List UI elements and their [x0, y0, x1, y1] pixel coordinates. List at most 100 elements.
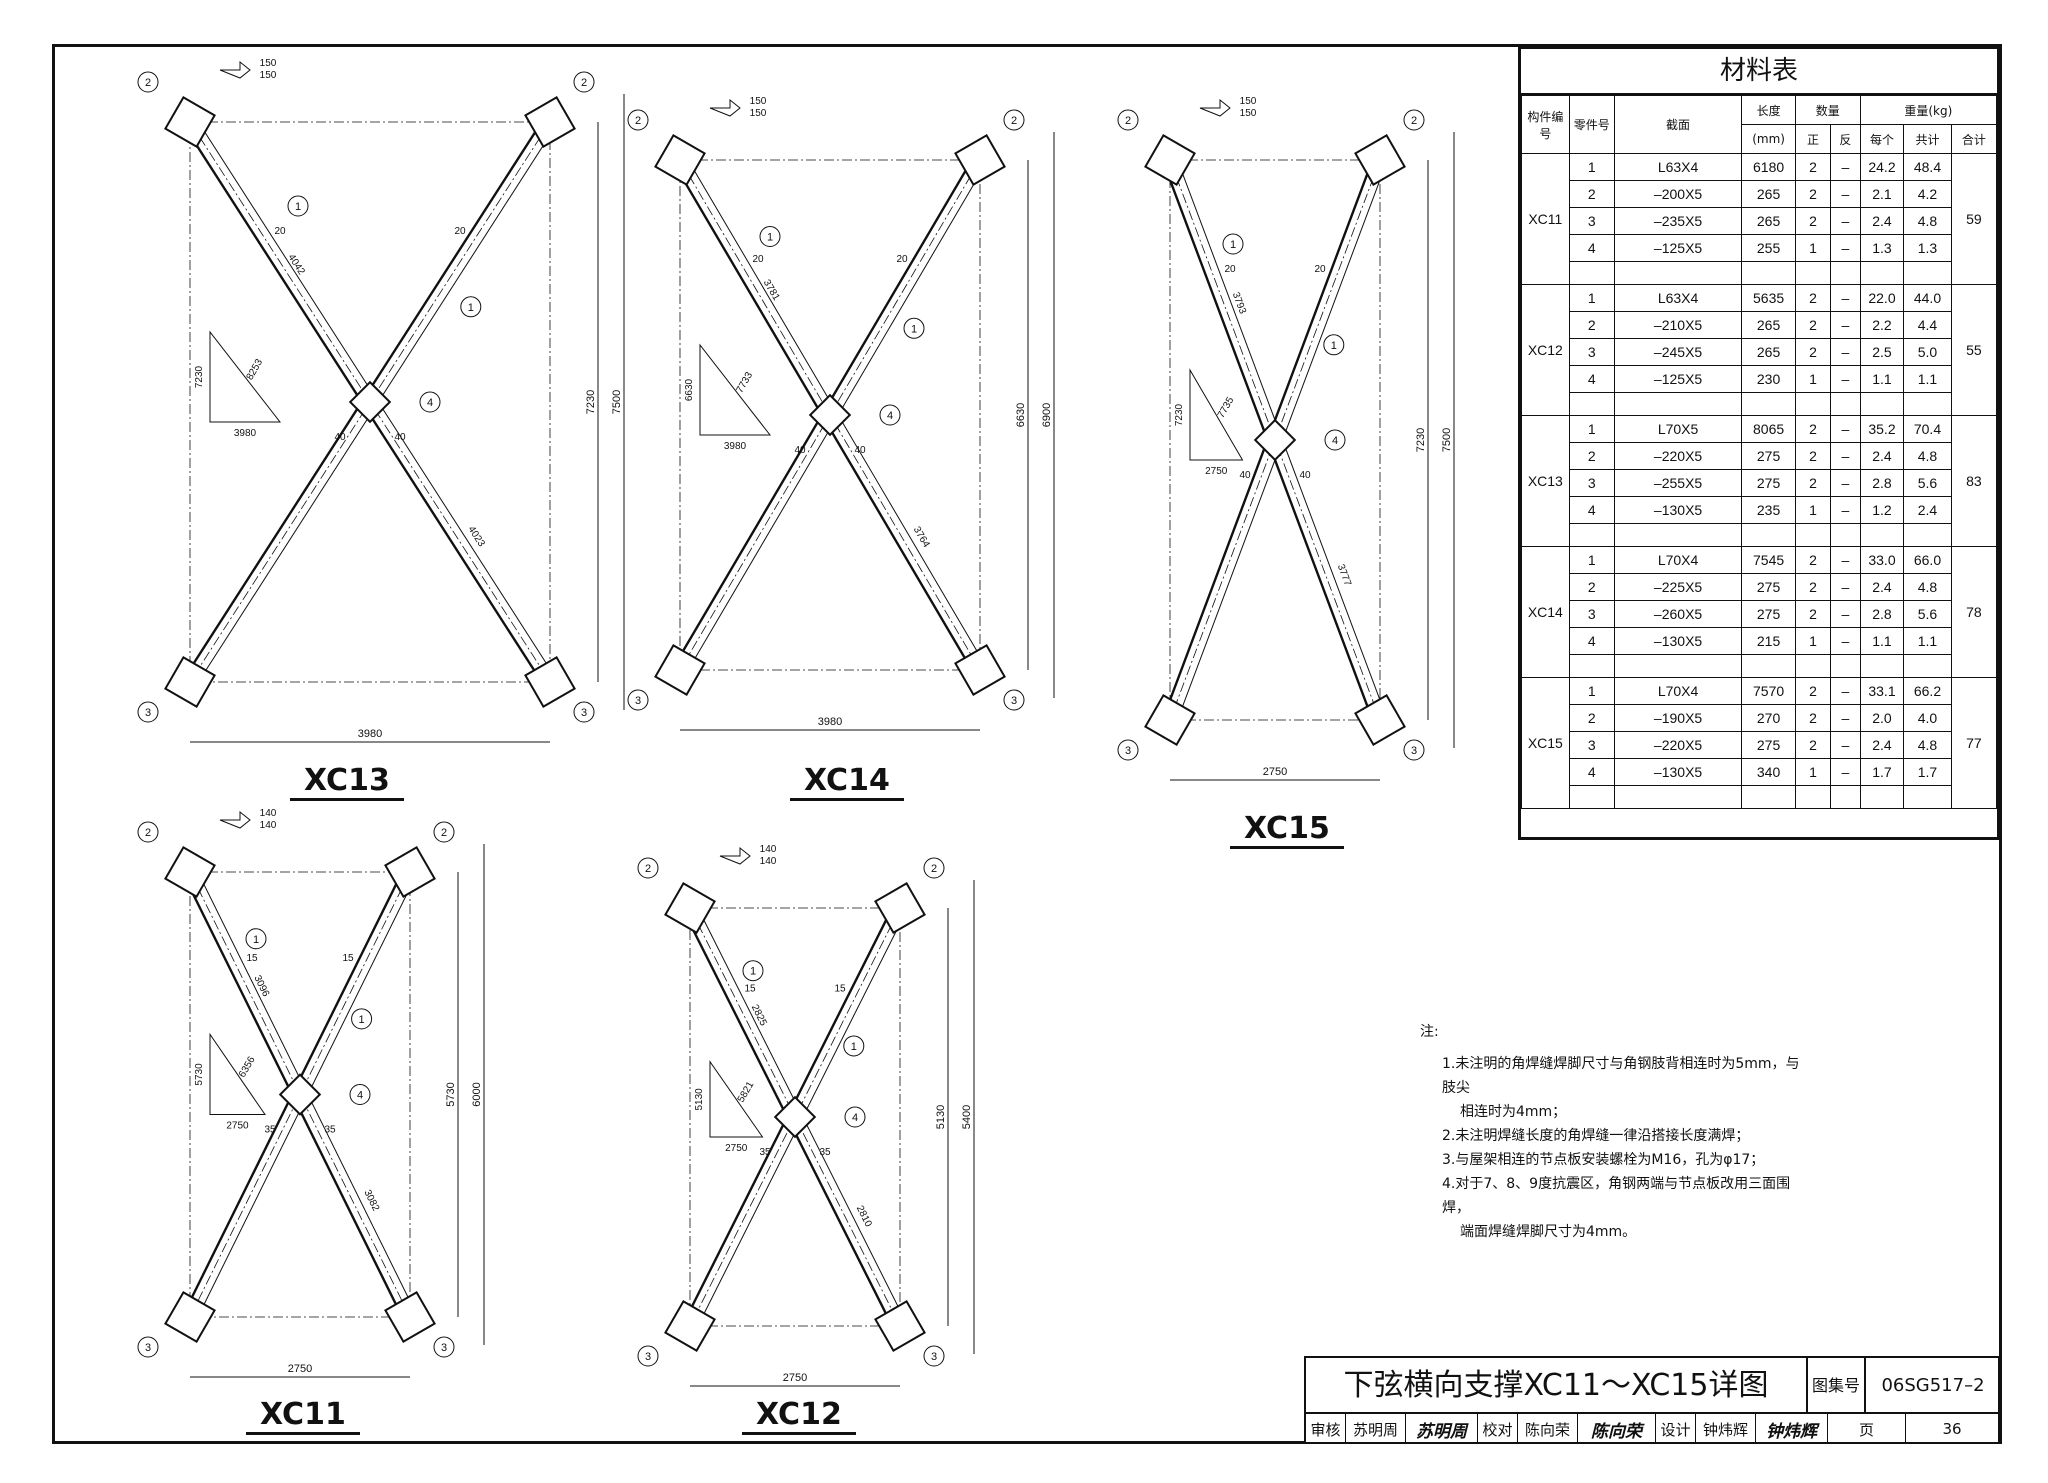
slope-height: 7230	[1174, 403, 1185, 426]
part-1-callout	[759, 226, 781, 247]
part-4-callout-number: 4	[887, 410, 893, 422]
part-1-callout-number: 1	[1331, 340, 1337, 352]
cell-each: 2.8	[1859, 469, 1905, 497]
cell-section: –245X5	[1613, 338, 1743, 366]
cell-sum: 4.0	[1903, 704, 1952, 732]
cell-pos: 2	[1794, 153, 1832, 181]
table-spacer-row	[1522, 523, 1997, 547]
cell-part: 3	[1568, 600, 1615, 628]
header-length: 长度	[1741, 95, 1796, 125]
cell-section: L63X4	[1613, 153, 1743, 181]
part-3-callout-number: 3	[581, 707, 587, 719]
cell-each: 33.0	[1859, 546, 1905, 574]
cell-sum: 4.4	[1903, 311, 1952, 339]
part-1-callout	[287, 195, 309, 217]
weld-length-mark: 20	[1224, 264, 1236, 275]
center-plate	[808, 393, 852, 437]
gusset-plate	[384, 1291, 436, 1343]
notes: 注: 1.未注明的角焊缝焊脚尺寸与角钢肢背相连时为5mm，与肢尖 相连时为4mm…	[1420, 1020, 1800, 1244]
total-height-dimension: 5400	[961, 1105, 973, 1129]
part-3-callout-number: 3	[635, 695, 641, 707]
cell-part: 4	[1568, 234, 1615, 262]
cell-each: 24.2	[1859, 153, 1905, 181]
slope-hypotenuse: 5821	[736, 1079, 757, 1104]
cell-section: –125X5	[1613, 365, 1743, 393]
cell-section: –225X5	[1613, 573, 1743, 601]
part-3-callout-number: 3	[1011, 695, 1017, 707]
weld-symbol	[709, 98, 741, 117]
slope-hypotenuse: 8253	[245, 357, 266, 382]
part-3-callout-number: 3	[1411, 745, 1417, 757]
part-1-callout	[460, 296, 482, 318]
cell-section: –220X5	[1613, 442, 1743, 470]
page-label: 页	[1828, 1414, 1906, 1444]
cell-length: 7570	[1741, 677, 1796, 705]
cell-length: 8065	[1741, 415, 1796, 443]
cell-length: 275	[1741, 600, 1796, 628]
cell-each: 1.1	[1859, 365, 1905, 393]
cell-neg: –	[1830, 469, 1861, 497]
weld-size: 140	[760, 856, 777, 867]
note-3: 3.与屋架相连的节点板安装螺栓为M16，孔为φ17；	[1442, 1152, 1765, 1168]
cell-part: 2	[1568, 573, 1615, 601]
gusset-plate	[164, 1291, 216, 1343]
part-1-callout-number: 1	[851, 1041, 857, 1053]
member-total: 77	[1950, 677, 1998, 809]
cell-sum: 5.0	[1903, 338, 1952, 366]
label-xc12: XC12	[742, 1398, 856, 1435]
part-1-callout	[903, 317, 925, 339]
gusset-plate	[1354, 134, 1406, 186]
cell-part: 1	[1568, 284, 1615, 312]
page-number: 36	[1942, 1420, 1962, 1438]
cell-each: 22.0	[1859, 284, 1905, 312]
check-label: 校对	[1478, 1414, 1518, 1444]
height-dimension: 7230	[585, 390, 597, 414]
design-label: 设计	[1656, 1414, 1696, 1444]
part-1-callout-number: 1	[1230, 239, 1236, 251]
part-3-callout-number: 3	[931, 1351, 937, 1363]
cell-section: L63X4	[1613, 284, 1743, 312]
cell-pos: 2	[1794, 180, 1832, 208]
cell-neg: –	[1830, 546, 1861, 574]
weld-symbol	[219, 60, 251, 79]
bracing-xc14	[654, 98, 1055, 731]
cell-sum: 4.8	[1903, 207, 1952, 235]
part-3-callout	[137, 701, 159, 723]
total-height-dimension: 7500	[611, 390, 623, 414]
gusset-plate	[524, 656, 576, 708]
weld-size: 150	[260, 70, 277, 81]
cell-length: 265	[1741, 311, 1796, 339]
cell-each: 1.2	[1859, 496, 1905, 524]
part-2-callout	[1003, 109, 1025, 131]
cell-sum: 66.2	[1903, 677, 1952, 705]
diagonal-length: 3764	[911, 525, 932, 550]
gusset-plate	[524, 96, 576, 148]
gusset-plate	[874, 1300, 926, 1352]
cell-length: 265	[1741, 338, 1796, 366]
gusset-plate	[654, 134, 706, 186]
part-3-callout	[433, 1336, 455, 1358]
diagonal-length: 3793	[1230, 291, 1248, 316]
slope-triangle	[209, 1032, 266, 1115]
weld-length-mark: 15	[744, 984, 756, 995]
weld-length-mark: 40	[334, 432, 346, 443]
part-2-callout-number: 2	[931, 863, 937, 875]
cell-length: 270	[1741, 704, 1796, 732]
gusset-plate	[664, 882, 716, 934]
part-2-callout	[573, 71, 595, 93]
cell-section: –125X5	[1613, 234, 1743, 262]
weld-size: 150	[750, 96, 767, 107]
center-plate	[773, 1095, 817, 1139]
cell-neg: –	[1830, 415, 1861, 443]
cell-pos: 1	[1794, 234, 1832, 262]
cell-pos: 2	[1794, 573, 1832, 601]
